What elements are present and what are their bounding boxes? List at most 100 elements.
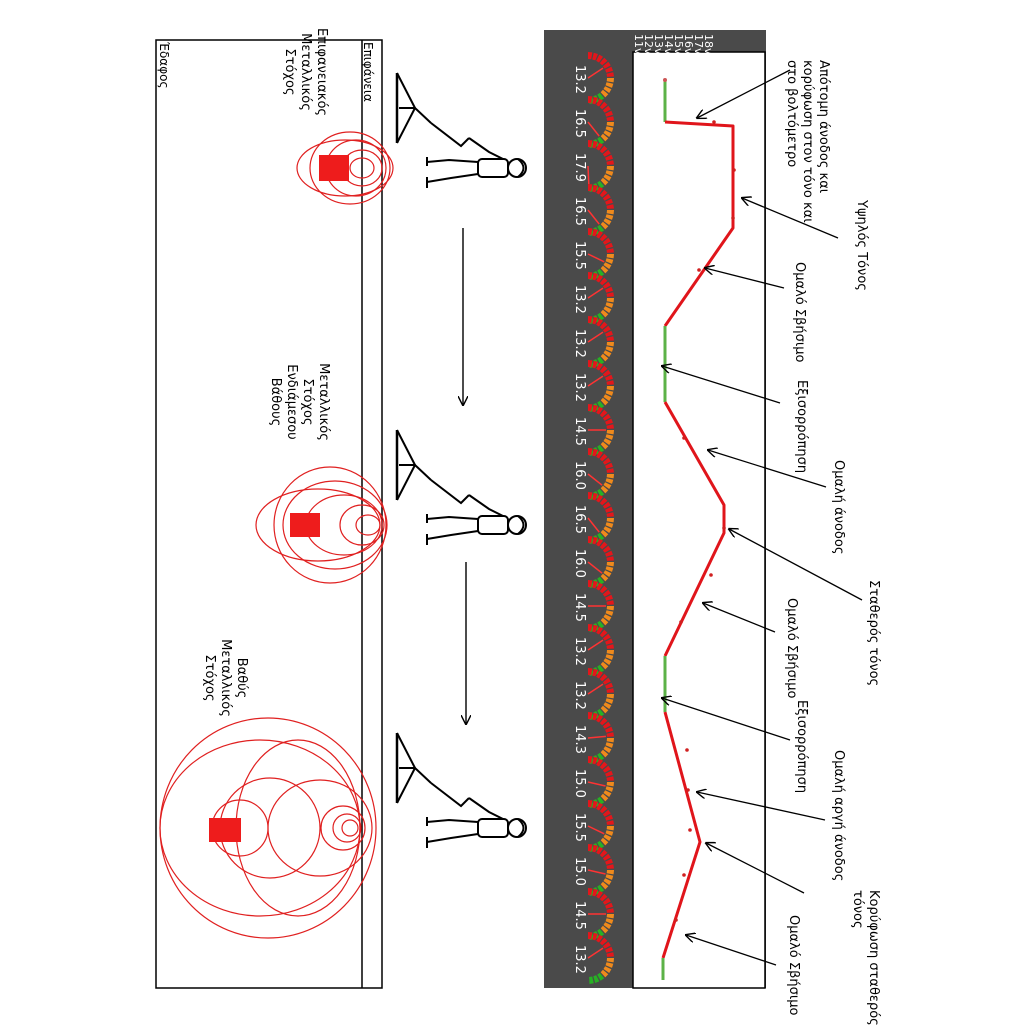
gauge-reading: 15.0: [572, 769, 587, 798]
gauge-segment: [605, 82, 614, 88]
gauge-needle: [587, 209, 600, 225]
gauge-segment: [605, 286, 613, 293]
annotation-arrow-icon: [742, 198, 839, 239]
gauge-segment: [596, 934, 603, 943]
gauge-segment: [597, 312, 605, 321]
gauge-needle: [587, 165, 590, 185]
gauge-segment: [605, 946, 613, 953]
gauge-segment: [605, 962, 614, 968]
gauge-segment: [597, 356, 605, 365]
gauge-segment: [599, 57, 608, 66]
gauge-segment: [599, 849, 608, 858]
gauge-segment: [599, 453, 608, 462]
gauge-segment: [605, 610, 614, 616]
gauge-segment: [600, 793, 609, 802]
gauge-segment: [596, 274, 603, 283]
annotation-text: Σταθερός τόνος: [866, 580, 881, 686]
gauge-reading: 13.2: [572, 329, 587, 358]
gauge-needle: [587, 253, 605, 263]
gauge-segment: [597, 972, 605, 981]
gauge-segment: [602, 413, 611, 421]
gauge-segment: [596, 318, 603, 327]
gauge-segment: [592, 360, 598, 369]
gauge-segment: [593, 975, 600, 983]
gauge-segment: [605, 374, 613, 381]
gauge-segment: [605, 770, 613, 777]
gauge-segment: [603, 570, 612, 577]
gauge-segment: [602, 237, 611, 245]
target-label-shallow: Επιφανειακός Μεταλλικός Στόχος: [282, 28, 329, 116]
gauge-needle: [587, 561, 603, 574]
gauge-segment: [603, 878, 612, 885]
gauge-segment: [603, 394, 612, 401]
annotation: Ομαλό Σβήσιμο: [686, 915, 801, 1016]
gauge-needle: [587, 683, 604, 695]
gauge-segment: [588, 756, 593, 764]
gauge-segment: [606, 650, 614, 655]
annotation-arrow-icon: [729, 529, 863, 601]
gauge-segment: [606, 600, 614, 605]
gauge-segment: [603, 746, 612, 753]
gauge-segment: [605, 902, 613, 909]
gauge-segment: [592, 272, 598, 281]
signal-point: [663, 78, 667, 82]
gauge-segment: [588, 228, 593, 236]
annotation-text: Απότομη άνοδος και: [816, 60, 831, 193]
gauge-segment: [605, 566, 614, 572]
annotation-text: Ομαλό Σβήσιμο: [786, 915, 801, 1016]
gauge-segment: [605, 154, 613, 161]
gauge-reading: 13.2: [572, 65, 587, 94]
gauge-segment: [588, 448, 593, 456]
gauge-reading: 16.0: [572, 549, 587, 578]
gauge-segment: [606, 122, 614, 127]
gauge-segment: [600, 485, 609, 494]
gauge-segment: [605, 126, 614, 132]
gauge-segment: [605, 874, 614, 880]
gauge-segment: [592, 404, 598, 413]
gauge-segment: [602, 61, 611, 69]
target-label-deep: Βαθύς Μεταλλικός Στόχος: [202, 639, 249, 717]
gauge-segment: [606, 694, 614, 699]
gauge-reading: 16.0: [572, 461, 587, 490]
y-tick-label: 13v: [652, 34, 665, 55]
voltmeter-gauge: 13.2: [572, 52, 614, 104]
gauge-segment: [592, 316, 598, 325]
svg-text:Βαθύς: Βαθύς: [234, 658, 249, 699]
annotation-arrow-icon: [697, 792, 826, 821]
gauge-segment: [602, 281, 611, 289]
y-tick-label: 17v: [692, 34, 705, 55]
gauge-segment: [592, 492, 598, 501]
detector-waves-deep: [159, 717, 377, 939]
gauge-segment: [602, 853, 611, 861]
gauge-segment: [605, 66, 613, 73]
gauge-segment: [588, 668, 593, 676]
gauge-segment: [592, 580, 598, 589]
voltmeter-gauge: 13.2: [572, 932, 614, 984]
gauge-segment: [605, 346, 614, 352]
person-with-detector-icon: [395, 71, 528, 190]
signal-segment: [663, 120, 735, 327]
gauge-segment: [588, 844, 593, 852]
gauge-segment: [602, 633, 611, 641]
gauge-segment: [592, 624, 598, 633]
gauge-segment: [602, 501, 611, 509]
annotation: Ομαλό Σβήσιμο: [705, 262, 807, 363]
gauge-segment: [602, 325, 611, 333]
gauge-segment: [602, 721, 611, 729]
gauge-needle: [587, 287, 604, 299]
gauge-segment: [596, 230, 603, 239]
signal-point: [674, 918, 678, 922]
gauge-segment: [606, 688, 614, 693]
gauge-reading: 14.5: [572, 901, 587, 930]
gauge-segment: [599, 365, 608, 374]
gauge-segment: [605, 198, 613, 205]
gauge-segment: [605, 918, 614, 924]
gauge-reading: 16.5: [572, 197, 587, 226]
gauge-segment: [597, 180, 605, 189]
gauge-segment: [596, 142, 603, 151]
signal-chart-area: [632, 51, 766, 989]
gauge-needle: [587, 331, 604, 343]
